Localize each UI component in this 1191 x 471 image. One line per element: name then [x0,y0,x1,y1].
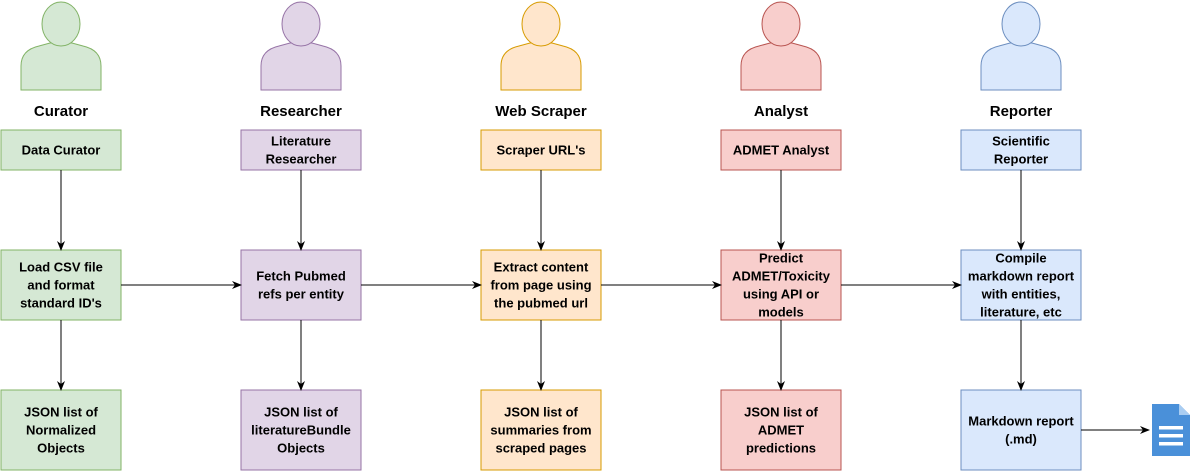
output-label-line: Markdown report [968,414,1074,429]
output-label-line: JSON list of [24,405,98,420]
document-icon [1152,404,1190,456]
task-label-line: using API or [743,287,819,302]
output-label: JSON list of ADMET predictions [744,405,818,456]
agent-label-line: Reporter [994,152,1048,167]
output-label-line: JSON list of [264,405,338,420]
person-icon [740,1,822,91]
output-label-line: summaries from [490,423,591,438]
output-box [480,389,602,471]
task-label: Load CSV file and format standard ID's [19,260,103,311]
person-icon [260,1,342,91]
task-label-line: Predict [759,251,804,266]
task-label-line: markdown report [968,269,1075,284]
task-label-line: standard ID's [20,296,102,311]
output-label-line: Objects [277,441,325,456]
agent-box [960,129,1082,171]
task-label-line: Load CSV file [19,260,103,275]
task-label-line: Compile [995,251,1046,266]
person-icon [500,1,582,91]
agent-box [720,129,842,171]
output-box [0,389,122,471]
task-label-line: Extract content [494,260,589,275]
task-label-line: Fetch Pubmed [256,269,346,284]
task-label-line: ADMET/Toxicity [732,269,831,284]
agent-label-line: Researcher [266,152,337,167]
output-box [240,389,362,471]
task-label-line: from page using [490,278,591,293]
agent-label-line: Literature [271,134,331,149]
agent-label-line: Data Curator [22,143,101,158]
person-icon [20,1,102,91]
output-label-line: predictions [746,441,816,456]
task-box [240,249,362,321]
role-title: Researcher [260,103,342,120]
output-box [720,389,842,471]
task-label-line: with entities, [981,287,1061,302]
task-label-line: models [758,305,804,320]
person-icon [980,1,1062,91]
role-title: Curator [34,103,88,120]
task-label-line: literature, etc [980,305,1062,320]
task-label-line: the pubmed url [494,296,588,311]
output-label: JSON list of summaries from scraped pages [490,405,591,456]
agent-box [0,129,122,171]
output-label-line: JSON list of [504,405,578,420]
task-label-line: refs per entity [258,287,345,302]
agent-box [480,129,602,171]
role-title: Web Scraper [495,103,587,120]
task-label-line: and format [27,278,95,293]
agent-label-line: ADMET Analyst [733,143,830,158]
task-box [480,249,602,321]
agent-label-line: Scientific [992,134,1050,149]
output-label-line: literatureBundle [251,423,351,438]
output-box [960,389,1082,471]
output-label-line: ADMET [758,423,804,438]
output-label-line: scraped pages [495,441,586,456]
task-label: Fetch Pubmed refs per entity [256,269,346,302]
task-label: Compile markdown report with entities, lite… [968,251,1075,320]
output-label-line: Objects [37,441,85,456]
role-title: Analyst [754,103,808,120]
task-label: Extract content from page using the pubmed… [490,260,591,311]
output-label-line: Normalized [26,423,96,438]
output-label-line: (.md) [1005,432,1037,447]
agent-box [240,129,362,171]
agent-label: ADMET Analyst [733,143,830,158]
output-label-line: JSON list of [744,405,818,420]
agent-label: Data Curator [22,143,101,158]
agent-label: Scraper URL's [496,143,585,158]
output-label: Markdown report (.md) [968,414,1074,447]
role-title: Reporter [990,103,1053,120]
agent-label-line: Scraper URL's [496,143,585,158]
